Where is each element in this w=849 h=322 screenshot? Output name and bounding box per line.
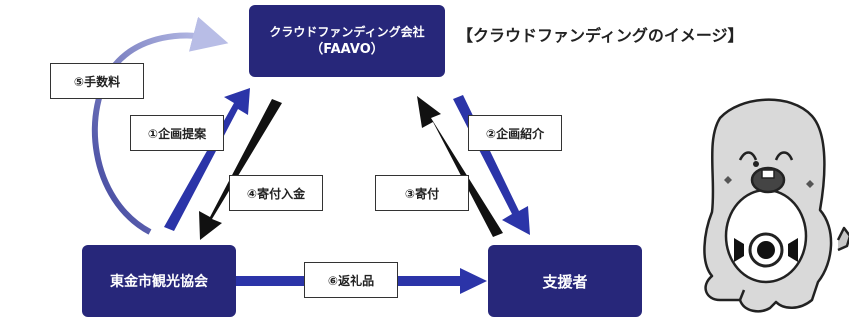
gift-label: ⑥返礼品 (304, 262, 398, 298)
payment-label: ④寄付入金 (229, 175, 323, 211)
donation-arrow (417, 96, 503, 237)
company-name-line1: クラウドファンディング会社 (269, 25, 425, 39)
proposal-arrow (164, 88, 250, 231)
donation-label: ③寄付 (375, 175, 469, 211)
company-name-line2: （FAAVO） (310, 42, 384, 57)
payment-arrow (199, 99, 282, 240)
introduction-label: ②企画紹介 (468, 115, 562, 151)
diagram-title: 【クラウドファンディングのイメージ】 (457, 26, 744, 45)
association-label: 東金市観光協会 (110, 274, 208, 290)
supporter-box: 支援者 (488, 245, 642, 317)
crowdfunding-company-box: クラウドファンディング会社 （FAAVO） (249, 5, 445, 77)
supporter-label: 支援者 (542, 272, 588, 291)
proposal-label: ①企画提案 (130, 115, 224, 151)
mascot-illustration (703, 98, 849, 313)
tourism-association-box: 東金市観光協会 (82, 245, 236, 317)
fee-label: ⑤手数料 (50, 63, 144, 99)
